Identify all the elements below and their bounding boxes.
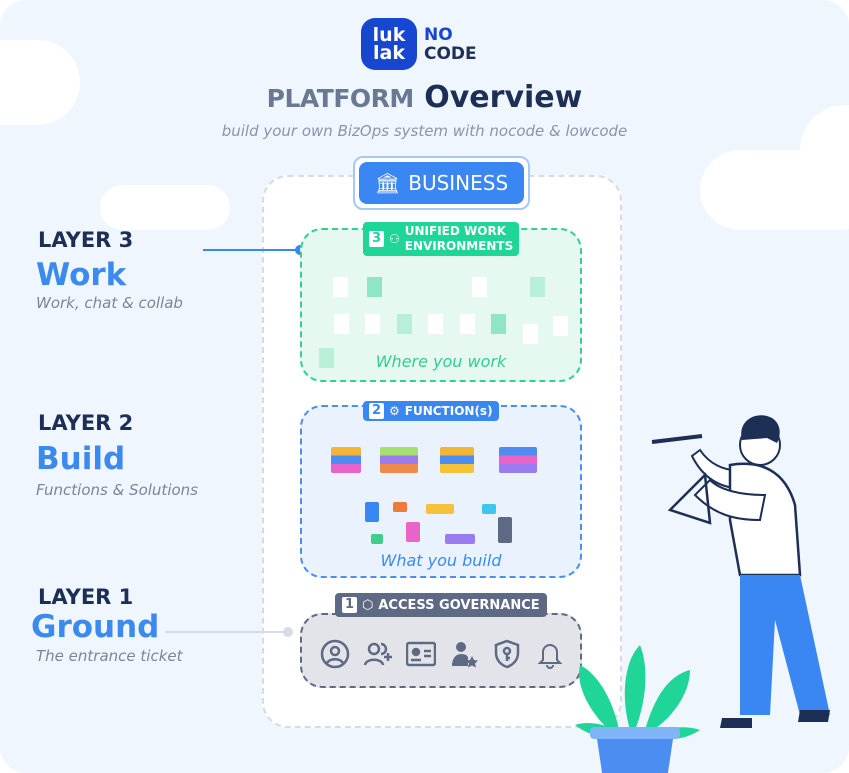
- page-subtitle: build your own BizOps system with nocode…: [221, 122, 628, 140]
- bank-icon: 🏛: [374, 171, 401, 195]
- layer-1-tag: 1 ⬡ ACCESS GOVERNANCE: [335, 593, 547, 617]
- user-circle-icon: [320, 639, 350, 669]
- lego-block: [380, 447, 418, 473]
- cloud: [100, 185, 230, 230]
- connector-line: [203, 249, 300, 251]
- layer-2-label: LAYER 2: [38, 411, 134, 435]
- layer-2-name: Build: [36, 441, 126, 477]
- cloud: [0, 40, 80, 125]
- layer-1-description: The entrance ticket: [36, 647, 183, 665]
- user-star-icon: [452, 642, 478, 668]
- layer-3-name: Work: [36, 257, 127, 293]
- person-illustration: [651, 415, 830, 728]
- network-icon: ⚇: [389, 231, 400, 246]
- add-users-icon: [363, 642, 392, 666]
- layer-3-description: Work, chat & collab: [36, 294, 183, 312]
- layer-3-label: LAYER 3: [38, 228, 134, 252]
- layer-1-box: [300, 613, 582, 688]
- brain-gear-icon: ⚙: [389, 404, 400, 418]
- lego-block: [331, 447, 361, 473]
- plant-illustration: [575, 645, 700, 773]
- cube-icon: ⬡: [362, 597, 374, 613]
- business-badge: 🏛BUSINESS: [353, 156, 530, 210]
- connector-line: [165, 631, 287, 633]
- layer-3-caption: Where you work: [375, 352, 507, 371]
- layer-2-tag: 2 ⚙ FUNCTION(s): [363, 401, 499, 421]
- page-title: PLATFORM Overview: [266, 80, 583, 115]
- layer-2-description: Functions & Solutions: [36, 481, 198, 499]
- lego-block: [499, 447, 537, 473]
- layer-2-caption: What you build: [380, 551, 502, 570]
- id-card-icon: [406, 641, 436, 667]
- layer-2-box: What you build: [300, 405, 582, 578]
- layer-1-name: Ground: [31, 609, 160, 645]
- shield-key-icon: [494, 639, 520, 669]
- layer-1-label: LAYER 1: [38, 585, 134, 609]
- lego-block: [440, 447, 474, 473]
- connector-dot: [283, 627, 293, 637]
- bell-icon: [537, 644, 563, 669]
